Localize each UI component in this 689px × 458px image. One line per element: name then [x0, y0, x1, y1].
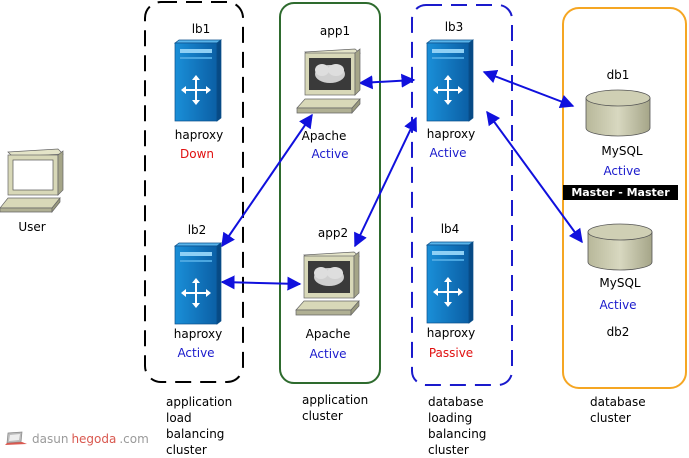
arrow-lb3-db1: [482, 69, 575, 109]
lb4-status: Passive: [428, 346, 474, 360]
db1-database-icon: [585, 89, 651, 137]
laptop-icon: [5, 431, 27, 445]
lb2-server-icon: [173, 242, 223, 325]
arrow-lb3-db2: [486, 110, 583, 244]
db1-name: db1: [606, 68, 630, 82]
app2-service: Apache: [305, 327, 351, 341]
lb4-service: haproxy: [426, 326, 476, 340]
arrow-app2-lb3: [354, 116, 417, 248]
user-computer-icon: [0, 148, 64, 213]
db2-service: MySQL: [599, 276, 641, 290]
brand-prefix: dasun: [32, 432, 69, 446]
db1-service: MySQL: [601, 144, 643, 158]
lb2-service: haproxy: [173, 327, 223, 341]
app1-service: Apache: [301, 129, 347, 143]
replication-label: Master - Master: [563, 185, 678, 200]
lb2-name: lb2: [187, 223, 207, 237]
app1-computer-icon: [296, 48, 361, 114]
arrow-lb2-app2: [220, 275, 302, 291]
brand-suffix: .com: [119, 432, 149, 446]
lb3-status: Active: [429, 146, 467, 160]
app2-computer-icon: [295, 251, 360, 316]
lb4-server-icon: [425, 241, 475, 324]
arrow-lb2-app1: [221, 113, 313, 248]
app1-status: Active: [311, 147, 349, 161]
brand-highlight: hegoda: [71, 432, 117, 446]
lb3-server-icon: [425, 39, 475, 122]
db2-status: Active: [599, 298, 637, 312]
user-label: User: [18, 220, 46, 234]
connections: [220, 69, 583, 291]
lb4-name: lb4: [440, 222, 460, 236]
app1-name: app1: [319, 24, 351, 38]
db2-database-icon: [587, 223, 653, 271]
lb1-name: lb1: [191, 22, 211, 36]
db2-name: db2: [606, 325, 630, 339]
lb1-status: Down: [179, 147, 215, 161]
arrow-app1-lb3: [358, 73, 416, 90]
lb3-name: lb3: [444, 20, 464, 34]
lb1-server-icon: [173, 39, 223, 122]
db1-status: Active: [603, 164, 641, 178]
app2-status: Active: [309, 347, 347, 361]
lb3-service: haproxy: [426, 127, 476, 141]
app2-name: app2: [317, 226, 349, 240]
lb2-status: Active: [177, 346, 215, 360]
lb1-service: haproxy: [174, 128, 224, 142]
